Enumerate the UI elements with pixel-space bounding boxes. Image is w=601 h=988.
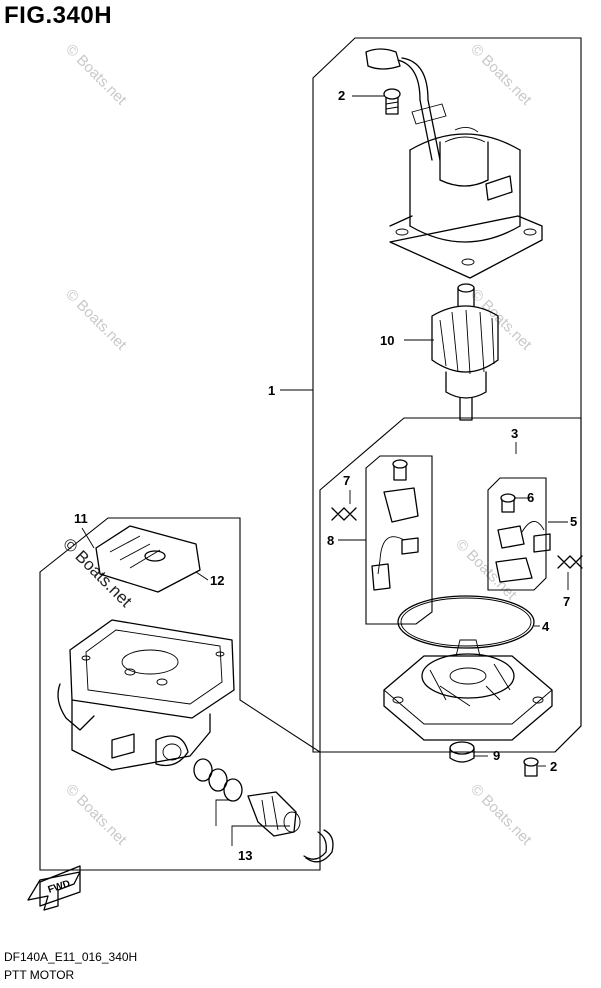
housing-frame [39,517,321,871]
watermark-text: © Boats.net [467,286,535,354]
callout-group: 1 2 3 4 5 6 7 8 9 10 11 12 13 2 7 [74,88,577,863]
callout-5: 5 [570,514,577,529]
spring-7-right [557,555,583,569]
callout-2-bottom: 2 [550,759,557,774]
callout-4: 4 [542,619,550,634]
callout-13: 13 [238,848,252,863]
callout-10: 10 [380,333,394,348]
spring-7-left [331,507,357,521]
figure-title: FIG.340H [4,2,113,29]
brush-set-8 [365,455,433,625]
brush-holder-base [383,639,553,741]
figure-name: PTT MOTOR [4,968,75,982]
watermark-group: © Boats.net © Boats.net © Boats.net © Bo… [59,41,535,849]
o-ring-4 [397,595,535,649]
watermark-text: © Boats.net [62,781,130,849]
callout-9: 9 [493,748,500,763]
watermark-text: © Boats.net [62,286,130,354]
figure-code: DF140A_E11_016_340H [4,950,138,964]
callout-2: 2 [338,88,345,103]
screw-2-bottom [523,757,539,777]
bushing-9 [449,741,475,763]
motor-housing [389,127,543,279]
screw-2-top [383,88,401,115]
callout-1: 1 [268,383,275,398]
motor-wire-harness [365,48,447,161]
leader-lines [81,95,569,846]
watermark-text: © Boats.net [62,41,130,109]
fwd-label: FWD [47,878,72,896]
plate-12 [95,525,201,593]
callout-11: 11 [74,511,88,526]
pump-housing [57,619,235,771]
o-ring-4-inner [400,597,532,647]
callout-7-right: 7 [563,594,570,609]
callout-12: 12 [210,573,224,588]
watermark-text: © Boats.net [467,781,535,849]
armature-10 [431,283,499,421]
watermark-text: © Boats.net [59,534,136,611]
watermark-text: © Boats.net [467,41,535,109]
circlip [303,829,334,863]
fwd-arrow [27,865,81,911]
callout-7: 7 [343,473,350,488]
callout-6: 6 [527,490,534,505]
callout-3: 3 [511,426,518,441]
callout-8: 8 [327,533,334,548]
valve-13 [193,758,301,837]
